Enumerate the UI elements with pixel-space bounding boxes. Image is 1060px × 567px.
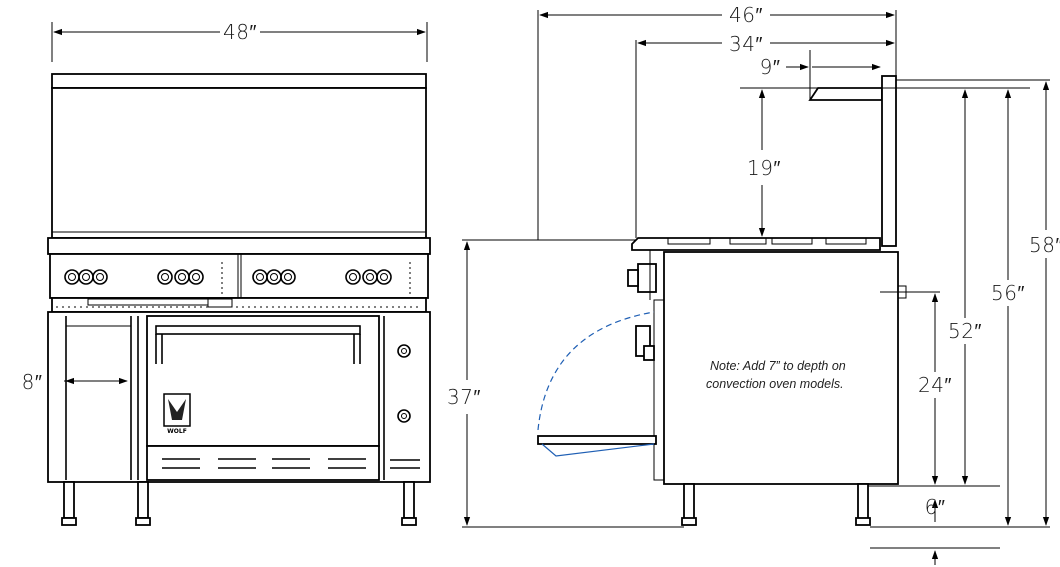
shelf-9-label: 9″	[760, 55, 781, 79]
side-view	[462, 10, 1050, 565]
height-58-label: 58″	[1029, 233, 1060, 257]
height-24-label: 24″	[918, 373, 952, 397]
depth-46-label: 46″	[729, 3, 763, 27]
height-37-label: 37″	[447, 385, 481, 409]
note-line-1: Note: Add 7” to depth on	[710, 359, 846, 373]
front-view	[47, 22, 431, 526]
wolf-logo-text: WOLF	[167, 428, 187, 435]
wolf-logo	[163, 393, 191, 427]
width-48-label: 48″	[223, 20, 257, 44]
height-52-label: 52″	[948, 319, 982, 343]
control-knobs	[64, 262, 411, 294]
front-legs	[61, 481, 417, 526]
riser-19-label: 19″	[747, 156, 781, 180]
height-56-label: 56″	[991, 281, 1025, 305]
depth-34-label: 34″	[729, 32, 763, 56]
side-shelf-8-label: 8″	[22, 370, 43, 394]
leg-6-label: 6″	[925, 495, 946, 519]
note-line-2: convection oven models.	[706, 377, 844, 391]
